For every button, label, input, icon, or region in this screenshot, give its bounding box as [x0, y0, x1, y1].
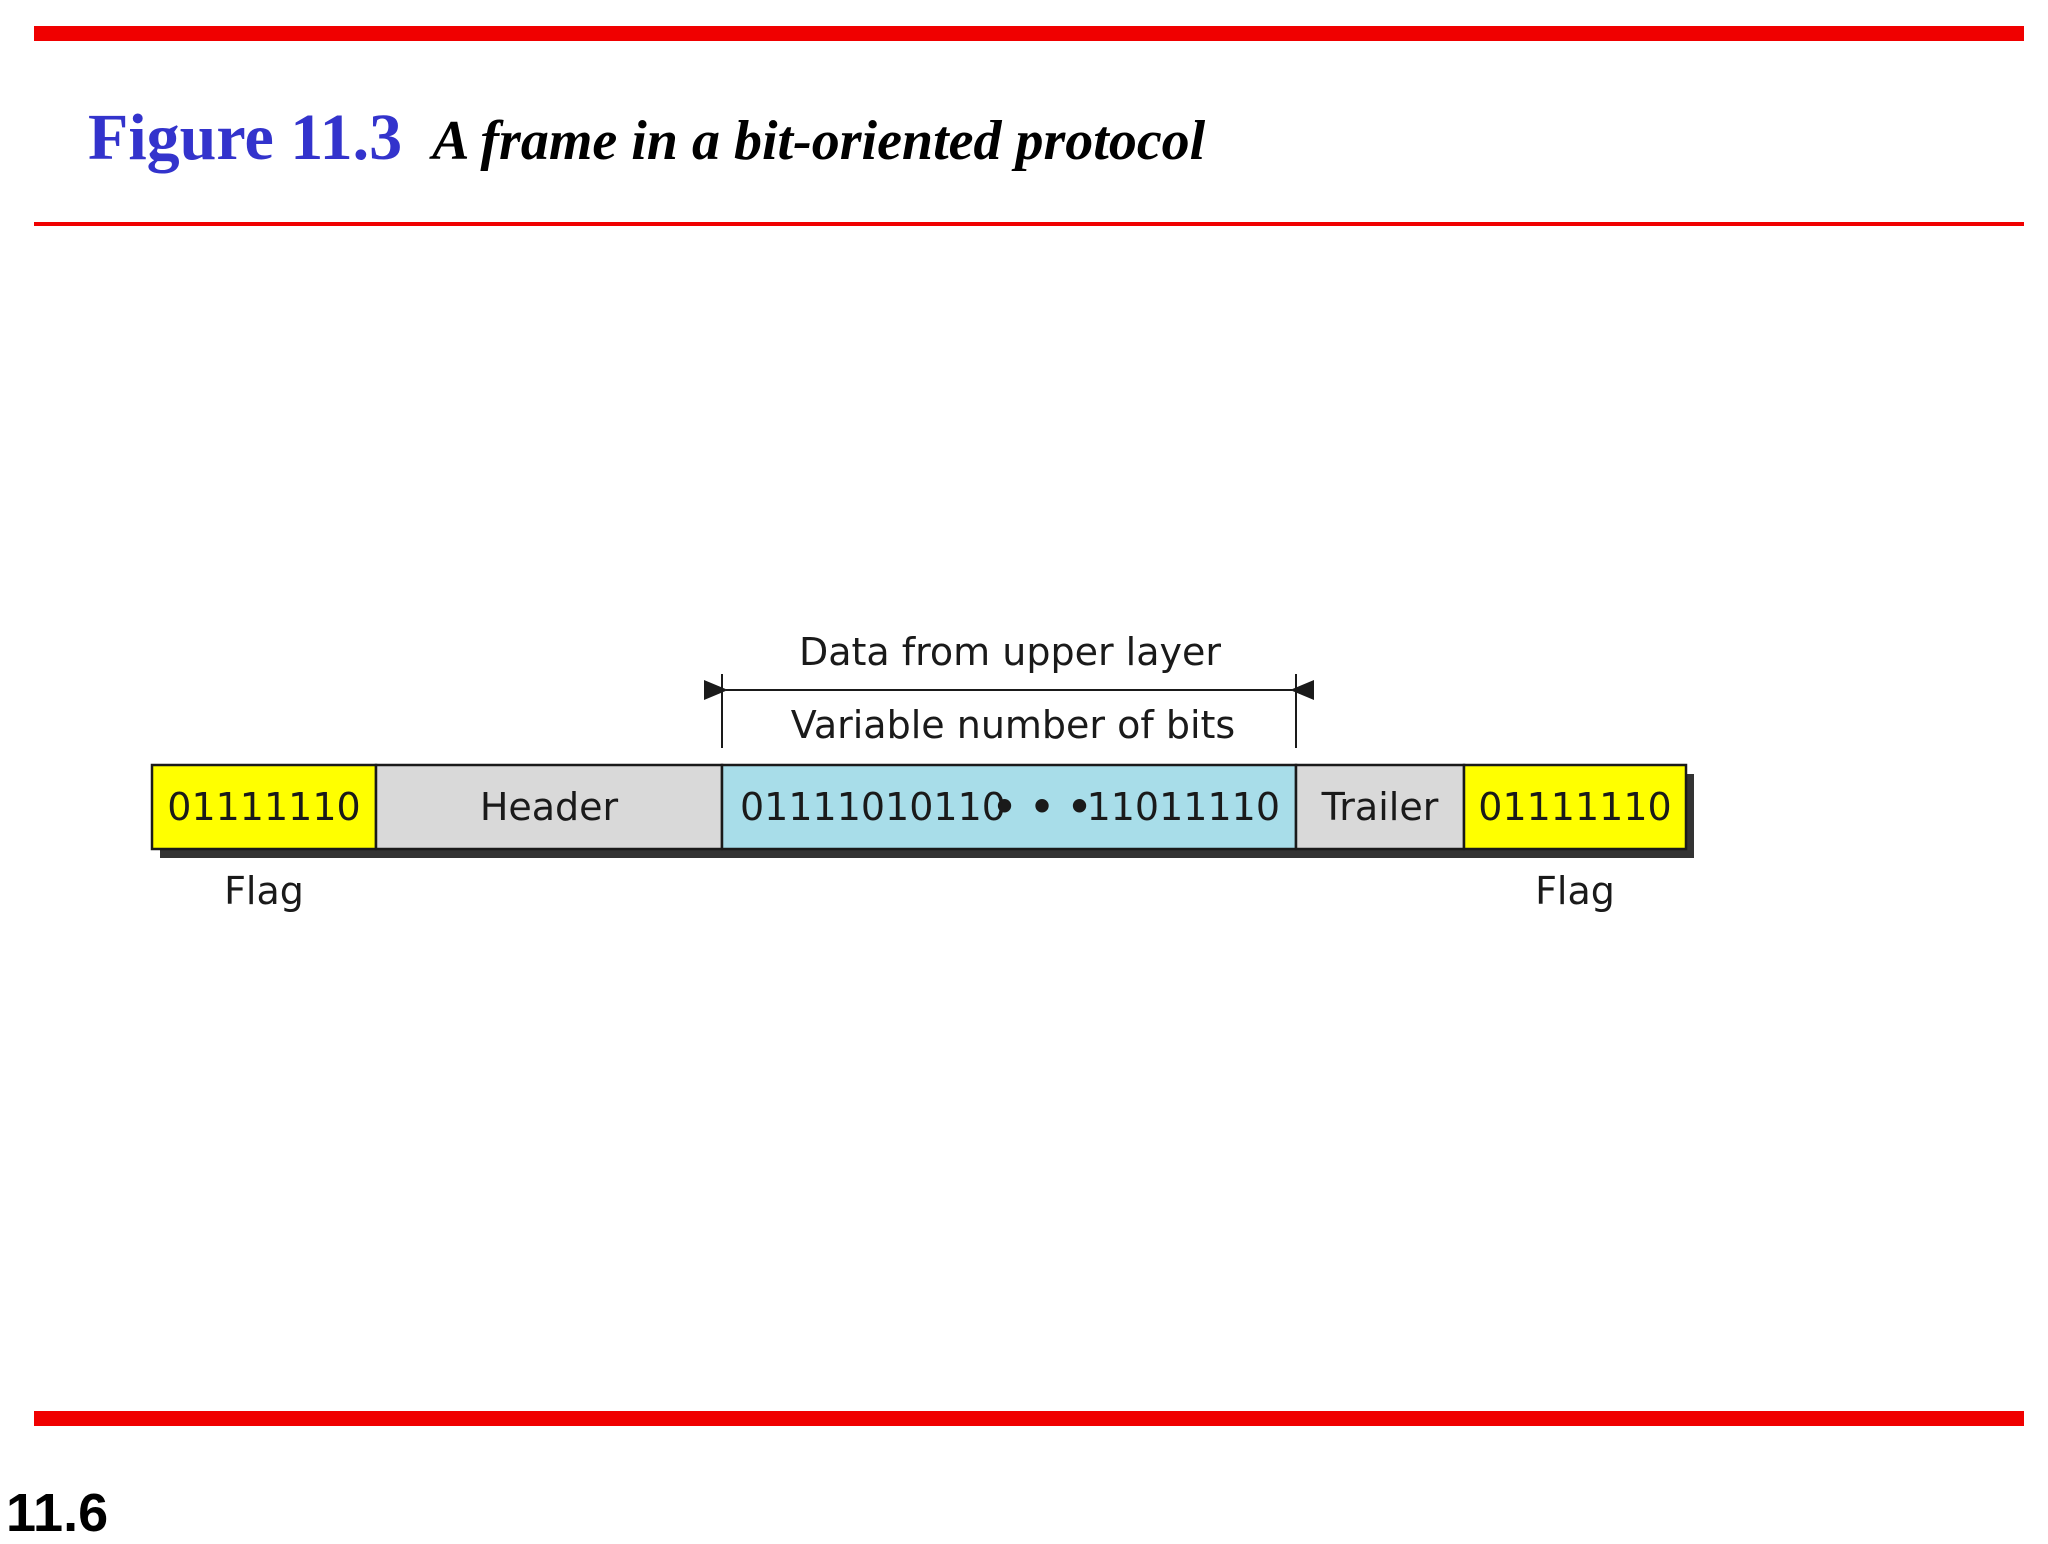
span-label-top: Data from upper layer	[799, 630, 1221, 674]
data-ellipsis: • • •	[992, 785, 1091, 829]
frame-field-data: 01111010110 • • • 11011110	[720, 763, 1298, 851]
flag-start-bits: 01111110	[167, 785, 360, 829]
top-red-rule	[34, 26, 2024, 41]
flag-end-bits: 01111110	[1478, 785, 1671, 829]
flag-label-left: Flag	[224, 869, 304, 913]
span-label-bottom: Variable number of bits	[791, 703, 1235, 747]
frame-field-flag-end: 01111110	[1462, 763, 1688, 851]
figure-title: Figure 11.3 A frame in a bit-oriented pro…	[88, 100, 1205, 176]
trailer-label: Trailer	[1321, 785, 1439, 829]
title-divider-rule	[34, 222, 2024, 226]
bottom-red-rule	[34, 1411, 2024, 1426]
frame-field-flag-start: 01111110	[150, 763, 378, 851]
header-label: Header	[480, 785, 619, 829]
frame-field-header: Header	[374, 763, 724, 851]
data-bits-start: 01111010110	[740, 785, 1006, 829]
page-number: 11.6	[6, 1483, 109, 1543]
data-bits-end: 11011110	[1087, 785, 1280, 829]
flag-label-right: Flag	[1535, 869, 1615, 913]
figure-number: Figure 11.3	[88, 101, 403, 174]
frame-field-trailer: Trailer	[1294, 763, 1466, 851]
figure-caption: A frame in a bit-oriented protocol	[432, 110, 1206, 172]
